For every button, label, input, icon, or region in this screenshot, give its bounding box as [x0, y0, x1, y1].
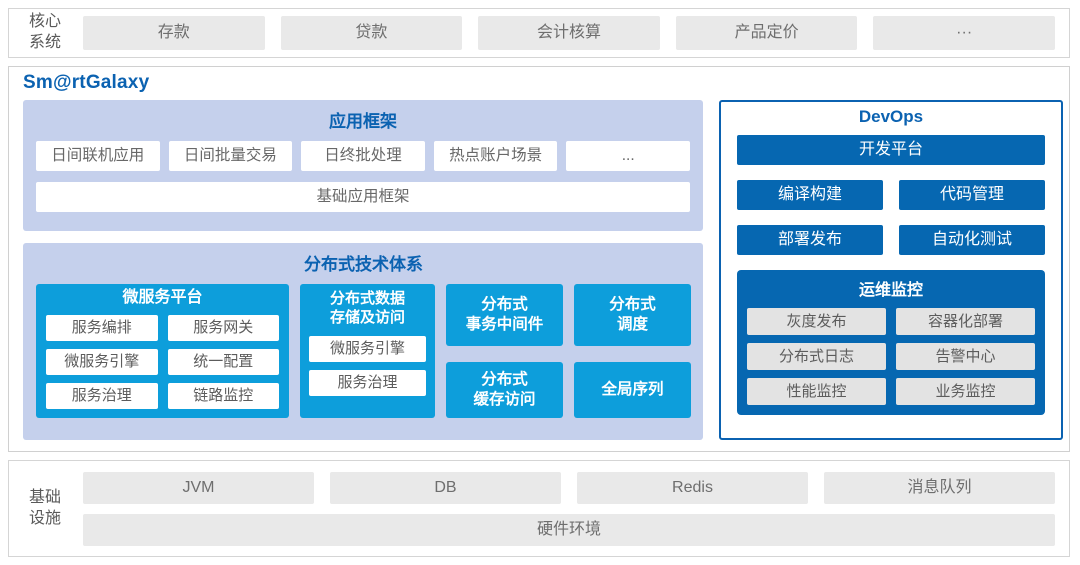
infra-item-message-queue: 消息队列: [824, 471, 1055, 504]
app-framework-row: 日间联机应用 日间批量交易 日终批处理 热点账户场景 ...: [36, 141, 690, 171]
app-framework-title: 应用框架: [329, 112, 397, 131]
platform-title: Sm@rtGalaxy: [23, 72, 150, 93]
distributed-title: 分布式技术体系: [304, 255, 423, 274]
distributed-data-storage: 分布式数据 存储及访问 微服务引擎 服务治理: [300, 284, 435, 418]
tool-deploy-release: 部署发布: [737, 225, 883, 255]
microservice-chip-grid: 服务编排 服务网关 微服务引擎 统一配置 服务治理 链路监控: [46, 315, 279, 409]
chip-service-gateway: 服务网关: [167, 315, 279, 341]
chip-business-monitoring: 业务监控: [896, 378, 1035, 405]
core-item-pricing: 产品定价: [675, 16, 858, 50]
microservice-platform-title: 微服务平台: [122, 289, 203, 306]
block-transaction-middleware: 分布式 事务中间件: [446, 284, 563, 346]
app-item-daytime-online: 日间联机应用: [36, 141, 160, 171]
distributed-col-4: 分布式 调度 全局序列: [574, 284, 691, 418]
app-framework-section: 应用框架 日间联机应用 日间批量交易 日终批处理 热点账户场景 ... 基础应用…: [23, 100, 703, 231]
tool-build: 编译构建: [737, 180, 883, 210]
infra-item-db: DB: [330, 471, 561, 504]
chip-unified-config: 统一配置: [167, 349, 279, 375]
core-system-band: 核心 系统 存款 贷款 会计核算 产品定价 ···: [8, 8, 1070, 58]
chip-container-deploy: 容器化部署: [896, 308, 1035, 335]
infra-item-redis: Redis: [577, 471, 808, 504]
ops-monitoring-title: 运维监控: [858, 282, 923, 299]
left-column: 应用框架 日间联机应用 日间批量交易 日终批处理 热点账户场景 ... 基础应用…: [23, 100, 703, 440]
infra-hardware-environment: 硬件环境: [83, 513, 1055, 546]
infrastructure-label: 基础 设施: [28, 488, 61, 527]
chip-service-governance: 服务治理: [46, 383, 158, 409]
chip-alert-center: 告警中心: [896, 343, 1035, 370]
dev-platform: 开发平台: [737, 135, 1045, 165]
distributed-data-storage-title: 分布式数据 存储及访问: [329, 290, 405, 326]
infrastructure-band: 基础 设施 JVM DB Redis 消息队列 硬件环境: [8, 460, 1070, 557]
chip-gray-release: 灰度发布: [747, 308, 886, 335]
smartgalaxy-panel: Sm@rtGalaxy 应用框架 日间联机应用 日间批量交易 日终批处理 热点账…: [8, 66, 1070, 452]
microservice-platform: 微服务平台 服务编排 服务网关 微服务引擎 统一配置 服务治理 链路监控: [36, 284, 289, 418]
chip-distributed-logging: 分布式日志: [747, 343, 886, 370]
ops-monitoring-grid: 灰度发布 容器化部署 分布式日志 告警中心 性能监控 业务监控: [747, 308, 1035, 405]
distributed-col-3: 分布式 事务中间件 分布式 缓存访问: [446, 284, 563, 418]
core-item-accounting: 会计核算: [478, 16, 660, 50]
core-item-more: ···: [873, 16, 1055, 50]
app-item-daytime-batch: 日间批量交易: [168, 141, 293, 171]
chip-storage-service-governance: 服务治理: [309, 369, 426, 396]
devops-panel: DevOps 开发平台 编译构建 代码管理 部署发布 自动化测试 运维监控 灰度…: [719, 100, 1063, 440]
app-item-eod-batch: 日终批处理: [301, 141, 425, 171]
infrastructure-items: JVM DB Redis 消息队列 硬件环境: [83, 471, 1055, 546]
infra-item-jvm: JVM: [83, 471, 314, 504]
chip-service-orchestration: 服务编排: [46, 315, 158, 341]
tool-code-management: 代码管理: [899, 180, 1045, 210]
core-system-items: 存款 贷款 会计核算 产品定价 ···: [83, 16, 1055, 50]
devops-row-1: 编译构建 代码管理: [737, 180, 1045, 210]
block-scheduler: 分布式 调度: [574, 284, 691, 346]
infrastructure-row: JVM DB Redis 消息队列: [83, 471, 1055, 504]
devops-row-2: 部署发布 自动化测试: [737, 225, 1045, 255]
base-app-framework: 基础应用框架: [36, 182, 690, 212]
ops-monitoring: 运维监控 灰度发布 容器化部署 分布式日志 告警中心 性能监控 业务监控: [737, 270, 1045, 415]
chip-performance-monitoring: 性能监控: [747, 378, 886, 405]
distributed-grid: 微服务平台 服务编排 服务网关 微服务引擎 统一配置 服务治理 链路监控 分布式…: [36, 284, 691, 418]
core-item-loans: 贷款: [280, 16, 463, 50]
devops-title: DevOps: [858, 107, 924, 126]
app-item-hot-account: 热点账户场景: [433, 141, 558, 171]
block-global-sequence: 全局序列: [574, 362, 691, 418]
core-system-label: 核心 系统: [28, 13, 61, 51]
chip-trace-monitoring: 链路监控: [167, 383, 279, 409]
distributed-section: 分布式技术体系 微服务平台 服务编排 服务网关 微服务引擎 统一配置 服务治理 …: [23, 243, 703, 440]
tool-automated-testing: 自动化测试: [899, 225, 1045, 255]
chip-microservice-engine: 微服务引擎: [46, 349, 158, 375]
app-item-more: ...: [566, 141, 690, 171]
core-item-deposits: 存款: [83, 16, 265, 50]
chip-storage-microservice-engine: 微服务引擎: [309, 335, 426, 362]
block-cache-access: 分布式 缓存访问: [446, 362, 563, 418]
